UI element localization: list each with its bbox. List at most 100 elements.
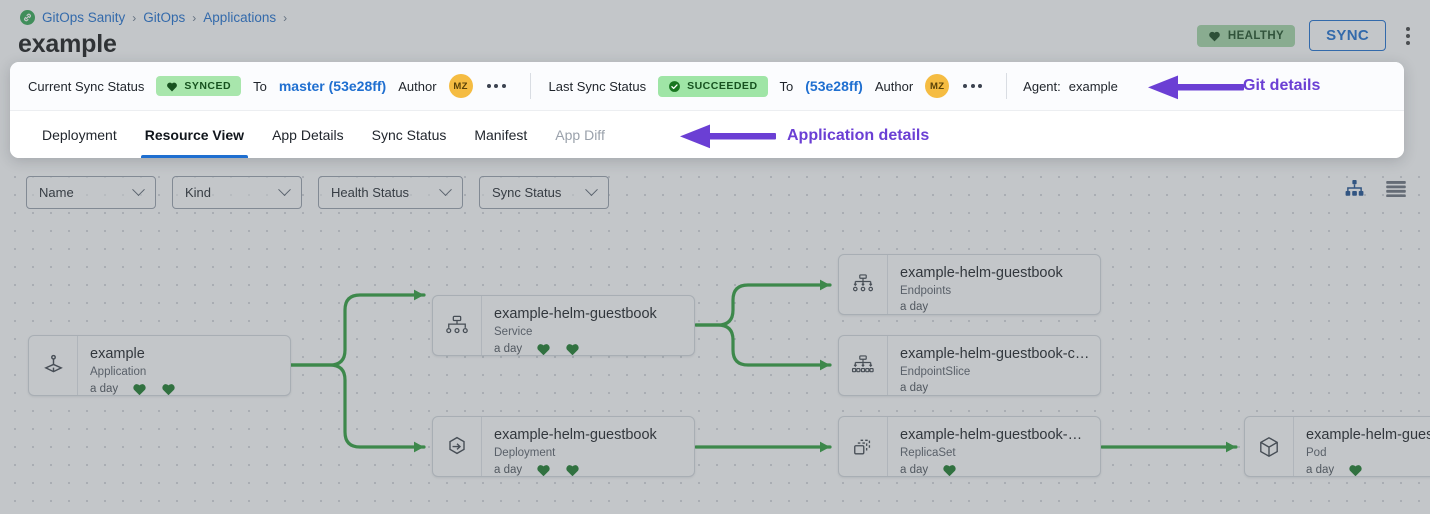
graph-node-endpointslice[interactable]: example-helm-guestbook-ct… EndpointSlice…: [838, 335, 1101, 396]
node-body: example-helm-guest Pod a day: [1294, 417, 1430, 476]
node-age: a day: [900, 464, 929, 477]
current-sync-overflow-icon[interactable]: [485, 80, 508, 92]
agent-label: Agent:: [1023, 78, 1061, 94]
breadcrumb-separator: ›: [132, 10, 137, 25]
node-age: a day: [494, 343, 523, 356]
git-details-arrow-icon: [1148, 75, 1244, 100]
deployment-icon: [433, 417, 482, 476]
page-title: example: [18, 30, 117, 58]
node-title: example-helm-guestbook: [494, 427, 657, 443]
synced-heart-icon: [566, 344, 579, 355]
current-sync-revision-link[interactable]: master (53e28ff): [278, 78, 387, 94]
endpointslice-icon: [839, 336, 888, 395]
node-age: a day: [900, 382, 929, 395]
application-details-arrow-icon: [680, 124, 776, 149]
chevron-down-icon: [439, 183, 452, 197]
breadcrumb-separator: ›: [192, 10, 197, 25]
gitops-logo-icon: [20, 10, 35, 25]
tab-sync-status[interactable]: Sync Status: [371, 126, 447, 143]
node-title: example-helm-guestbook: [494, 306, 657, 322]
pod-icon: [1245, 417, 1294, 476]
node-age: a day: [1306, 464, 1335, 477]
healthy-heart-icon: [133, 384, 146, 395]
node-body: example Application a day: [78, 336, 290, 395]
node-title: example-helm-guestbook-74…: [900, 427, 1090, 443]
node-kind: Deployment: [494, 447, 556, 460]
avatar[interactable]: MZ: [448, 74, 473, 98]
current-sync-author-label: Author: [398, 78, 437, 94]
last-sync-revision-link[interactable]: (53e28ff): [805, 78, 863, 94]
node-meta: a day: [900, 382, 1090, 394]
sync-button[interactable]: SYNC: [1309, 20, 1386, 51]
heart-icon: [1209, 31, 1220, 41]
tab-deployment[interactable]: Deployment: [42, 126, 117, 143]
view-toggle-group: [1345, 180, 1406, 202]
git-details-annotation-label: Git details: [1243, 77, 1321, 94]
tree-view-icon[interactable]: [1345, 180, 1364, 202]
last-sync-status-group: Last Sync Status SUCCEEDED To (53e28ff) …: [549, 74, 985, 98]
graph-node-deployment[interactable]: example-helm-guestbook Deployment a day: [432, 416, 695, 477]
heart-icon: [167, 82, 178, 91]
node-body: example-helm-guestbook-ct… EndpointSlice…: [888, 336, 1100, 395]
node-body: example-helm-guestbook Service a day: [482, 296, 694, 355]
breadcrumb: GitOps Sanity › GitOps › Applications ›: [20, 10, 287, 25]
node-kind: Service: [494, 326, 533, 339]
breadcrumb-separator: ›: [283, 10, 288, 25]
current-sync-status-badge: SYNCED: [156, 76, 242, 96]
page-header: GitOps Sanity › GitOps › Applications › …: [0, 0, 1430, 62]
service-icon: [433, 296, 482, 355]
chevron-down-icon: [278, 183, 291, 197]
filter-bar: Name Kind Health Status Sync Status: [26, 176, 609, 209]
healthy-heart-icon: [537, 344, 550, 355]
breadcrumb-item-gitops[interactable]: GitOps: [143, 10, 186, 25]
node-kind: EndpointSlice: [900, 366, 971, 379]
node-meta: a day: [494, 463, 684, 476]
health-status-label: HEALTHY: [1227, 29, 1285, 42]
current-sync-to-label: To: [253, 78, 267, 94]
kebab-menu-icon[interactable]: [1400, 25, 1416, 47]
last-sync-overflow-icon[interactable]: [961, 80, 984, 92]
tab-resource-view[interactable]: Resource View: [131, 111, 258, 158]
graph-node-pod[interactable]: example-helm-guest Pod a day: [1244, 416, 1430, 477]
node-title: example-helm-guestbook: [900, 265, 1063, 281]
breadcrumb-item-applications[interactable]: Applications: [203, 10, 277, 25]
chevron-down-icon: [132, 183, 145, 197]
filter-sync-status[interactable]: Sync Status: [479, 176, 609, 209]
sync-status-bar: Current Sync Status SYNCED To master (53…: [10, 62, 1404, 110]
divider: [529, 73, 531, 99]
synced-heart-icon: [566, 465, 579, 476]
health-status-badge: HEALTHY: [1196, 24, 1296, 47]
breadcrumb-item-gitops-sanity[interactable]: GitOps Sanity: [42, 10, 126, 25]
header-actions: HEALTHY SYNC: [1196, 20, 1416, 51]
node-title: example-helm-guest: [1306, 427, 1430, 443]
application-details-annotation-label: Application details: [787, 127, 930, 144]
node-kind: Application: [90, 366, 147, 379]
healthy-heart-icon: [1349, 465, 1362, 476]
node-title: example: [90, 346, 145, 362]
filter-health-status-label: Health Status: [331, 185, 410, 200]
filter-name[interactable]: Name: [26, 176, 156, 209]
filter-health-status[interactable]: Health Status: [318, 176, 463, 209]
divider: [1006, 73, 1008, 99]
avatar[interactable]: MZ: [925, 74, 950, 98]
graph-node-application[interactable]: example Application a day: [28, 335, 291, 396]
list-view-icon[interactable]: [1386, 180, 1406, 202]
filter-sync-status-label: Sync Status: [492, 185, 562, 200]
graph-node-endpoints[interactable]: example-helm-guestbook Endpoints a day: [838, 254, 1101, 315]
chevron-down-icon: [585, 183, 598, 197]
synced-heart-icon: [162, 384, 175, 395]
filter-kind[interactable]: Kind: [172, 176, 302, 209]
node-kind: ReplicaSet: [900, 447, 956, 460]
agent-group: Agent: example: [1023, 79, 1118, 94]
graph-node-replicaset[interactable]: example-helm-guestbook-74… ReplicaSet a …: [838, 416, 1101, 477]
tab-app-details[interactable]: App Details: [272, 126, 344, 143]
node-meta: a day: [90, 382, 280, 395]
last-sync-status-label: Last Sync Status: [548, 78, 647, 94]
tab-app-diff: App Diff: [555, 126, 605, 143]
filter-name-label: Name: [39, 185, 74, 200]
node-meta: a day: [900, 301, 1090, 313]
graph-node-service[interactable]: example-helm-guestbook Service a day: [432, 295, 695, 356]
resource-graph-canvas: Name Kind Health Status Sync Status: [0, 160, 1430, 514]
tab-manifest[interactable]: Manifest: [474, 126, 528, 143]
application-icon: [29, 336, 78, 395]
